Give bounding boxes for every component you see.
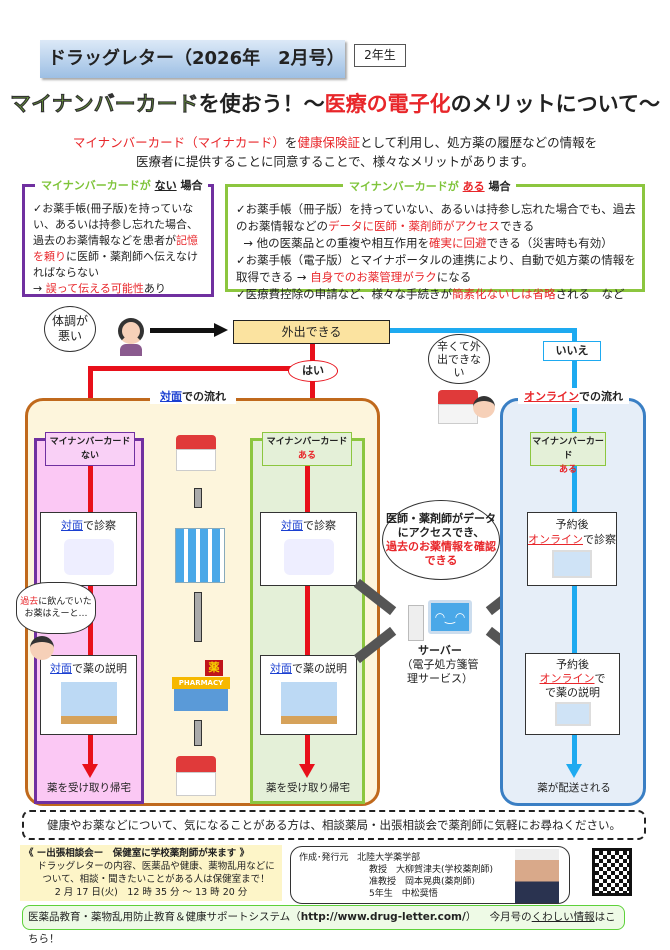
details-link[interactable]: くわしい情報 [531,911,595,923]
house-icon [176,756,216,800]
face-to-face-label: 対面での流れ [150,388,236,404]
can-go-out-box: 外出できる [233,320,390,344]
online-line [572,408,577,768]
arrow-down-icon [194,592,202,642]
arrow-down-icon [566,764,582,778]
arrow-down-icon [82,764,98,778]
server-label: サーバー（電子処方箋管理サービス） [401,644,479,685]
house-icon [176,435,216,475]
grade-label: 2年生 [354,44,406,67]
arrow-down-icon [194,488,202,508]
delivered-text: 薬が配送される [537,782,611,794]
video-call-icon [554,702,591,726]
newsletter-title: ドラッグレター（2026年 2月号） [40,40,345,78]
with-card-box: マイナンバーカードが ある 場合 ✓お薬手帳（冊子版）を持っていない、あるいは持… [225,178,645,301]
server-speech-bubble: 医師・薬剤師がデータにアクセスでき、過去のお薬情報を確認できる [382,500,500,580]
hospital-icon [175,528,225,583]
no-box: いいえ [543,341,601,361]
arrow-head-icon [214,323,228,337]
yes-line [310,344,315,429]
with-card-label: マイナンバーカードが ある 場合 [343,178,517,195]
arrow-right-icon [150,328,216,333]
arrow-down-icon [299,764,315,778]
pharmacy-icon: PHARMACY [172,677,230,689]
person-body-icon [120,344,142,356]
sick-person-icon [118,318,144,344]
yes-line-down [88,366,93,426]
pharmacy-sign: 薬 [205,660,223,676]
video-call-icon [552,550,592,578]
intro-text: マイナンバーカード（マイナカード）を健康保険証として利用し、処方薬の履歴などの情… [72,135,598,169]
without-card-label: マイナンバーカードが ない 場合 [35,178,209,194]
online-flow-label: オンラインでの流れ [518,388,629,404]
sick-speech-bubble: 体調が悪い [44,306,96,352]
footer-banner: 医薬品教育・薬物乱用防止教育＆健康サポートシステム（http://www.dru… [22,905,625,945]
online-card-header: マイナンバーカードある [530,432,606,475]
yes-line-left [88,366,313,371]
notice-box: 健康やお薬などについて、気になることがある方は、相談薬局・出張相談会で薬剤師に気… [22,810,646,840]
cannot-go-out-bubble: 辛くて外出できない [428,334,490,384]
headline: マイナンバーカードを使おう！～医療の電子化のメリットについて～ [10,92,660,117]
qr-code[interactable] [592,848,632,896]
publisher-box: 作成･発行元 北陸大学薬学部教授 大柳賀津夫(学校薬剤師)准教授 岡本晃典(薬剤… [290,846,570,904]
yes-oval: はい [288,360,338,382]
doctor-patient-icon [283,539,334,575]
without-card-box: マイナンバーカードが ない 場合 ✓お薬手帳(冊子版)を持っていない、あるいは持… [22,178,214,297]
with-card-line [305,466,310,766]
server-tower-icon [408,605,424,641]
arrow-down-icon [194,720,202,746]
no-card-header: マイナンバーカードない [45,432,135,466]
smiling-monitor-icon: ◠‿◠ [428,600,472,634]
online-exam-card: 予約後オンラインで診察 [527,512,617,586]
thought-bubble: 過去に飲んでいたお薬はえーと… [16,582,96,634]
thinking-woman-icon [30,636,54,660]
with-card-header: マイナンバーカードある [262,432,352,466]
doctor-patient-icon [63,539,114,575]
face-exam-card-right: 対面で診察 [260,512,357,586]
face-explain-card-left: 対面で薬の説明 [40,655,137,735]
go-home-text-left: 薬を受け取り帰宅 [47,782,131,794]
sick-man-icon [473,396,495,418]
pharmacy-building-icon [174,689,228,711]
no-line [390,328,576,333]
pharmacist-icon [280,682,337,724]
website-link[interactable]: http://www.drug-letter.com/ [300,911,466,923]
go-home-text-right: 薬を受け取り帰宅 [266,782,350,794]
face-explain-card-right: 対面で薬の説明 [260,655,357,735]
pharmacist-icon [60,682,117,724]
house-icon [438,390,478,430]
consultation-box: 《 ー出張相談会ー 保健室に学校薬剤師が来ます 》ドラッグレターの内容、医薬品や… [20,845,282,901]
face-exam-card-left: 対面で診察 [40,512,137,586]
author-photo [515,849,559,903]
online-explain-card: 予約後オンラインでで薬の説明 [525,653,620,735]
